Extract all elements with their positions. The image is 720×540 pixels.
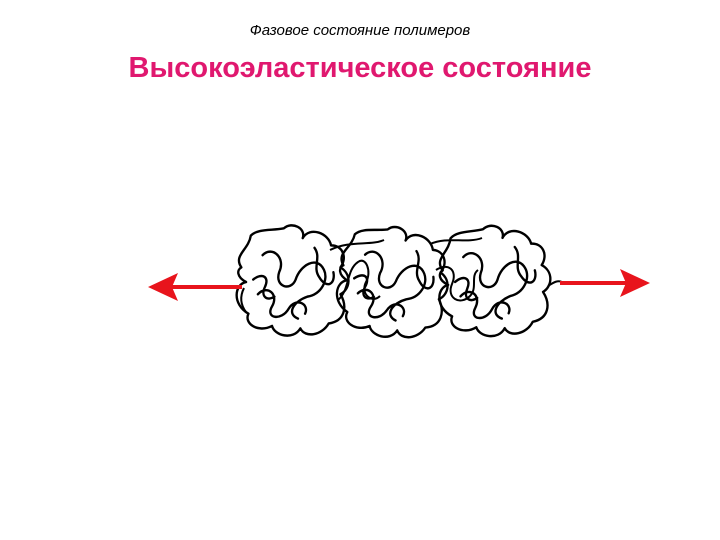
- right-arrow: [560, 269, 650, 297]
- chain-end-left: [240, 287, 247, 313]
- chain-link: [429, 237, 483, 245]
- chain-link: [329, 239, 385, 251]
- chain-link: [435, 265, 479, 302]
- polymer-coil-1: [235, 224, 350, 337]
- chain-link: [337, 259, 381, 301]
- polymer-coil-2: [333, 221, 453, 343]
- left-arrow: [148, 273, 242, 301]
- slide-subtitle: Фазовое состояние полимеров: [249, 22, 471, 39]
- slide-title: Высокоэластическое состояние: [128, 52, 592, 84]
